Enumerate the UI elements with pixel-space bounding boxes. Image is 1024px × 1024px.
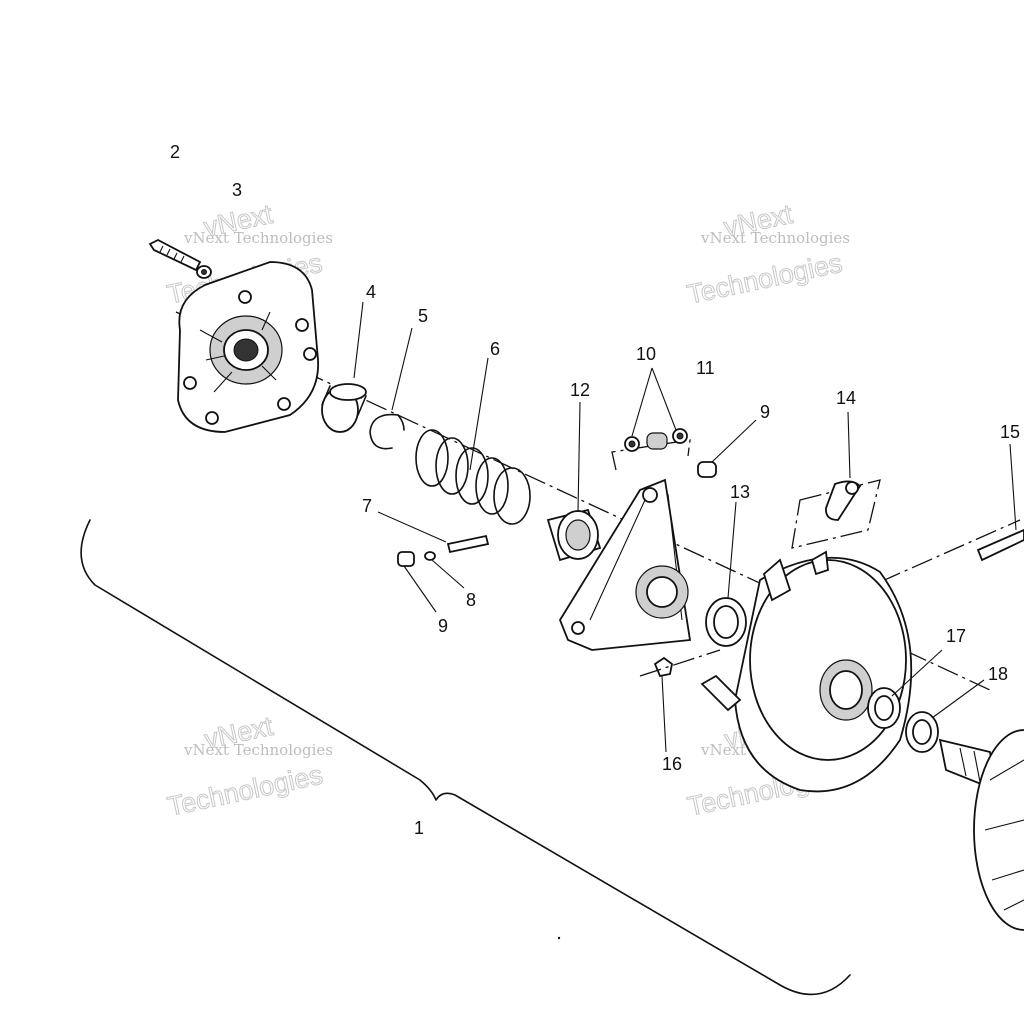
watermark-caption: vNext Technologies [183, 741, 333, 759]
washer-part-8 [424, 551, 436, 561]
callout-1: 1 [414, 818, 424, 838]
callout-10: 10 [636, 344, 656, 364]
callout-7: 7 [362, 496, 372, 516]
callout-2: 2 [170, 142, 180, 162]
watermark-bottom-left: vNext Technologies [164, 710, 325, 822]
callout-16: 16 [662, 754, 682, 774]
callout-9-upper: 9 [760, 402, 770, 422]
nut-part-16 [639, 649, 721, 678]
moveable-sheave-part [700, 550, 913, 793]
spacer-group-part-10-11 [611, 428, 691, 471]
washer-part-3 [196, 265, 212, 279]
washer-part-13 [705, 597, 747, 647]
leader-lines [353, 301, 1017, 753]
fixed-sheave-part [938, 729, 1024, 931]
callout-3: 3 [232, 180, 242, 200]
callout-18: 18 [988, 664, 1008, 684]
watermark-top-right: vNext Technologies [684, 198, 845, 310]
clutch-cover-part [177, 261, 319, 433]
callout-8: 8 [466, 590, 476, 610]
long-bolt-part-15 [976, 529, 1024, 562]
assembly-bracket [80, 519, 851, 996]
callout-14: 14 [836, 388, 856, 408]
cap-nut-part-9-lower [397, 551, 415, 567]
pin-part-7 [446, 534, 490, 554]
callout-11: 11 [696, 358, 715, 378]
roller-part-12 [546, 508, 602, 562]
shim-part-14 [791, 479, 881, 549]
speck-mark [557, 936, 561, 940]
ring-part-18 [905, 711, 939, 753]
watermark-caption: vNext Technologies [700, 229, 850, 247]
callout-5: 5 [418, 306, 428, 326]
callout-15: 15 [1000, 422, 1020, 442]
watermark-caption: vNext Technologies [183, 229, 333, 247]
snap-ring-part-5 [369, 413, 399, 450]
spider-arm-part [558, 478, 692, 651]
watermark-technologies-text: Technologies [684, 248, 844, 310]
bushing-part-4 [321, 383, 367, 433]
ring-part-17 [867, 687, 901, 729]
callout-13: 13 [730, 482, 750, 502]
callout-4: 4 [366, 282, 376, 302]
callout-9-lower: 9 [438, 616, 448, 636]
upper-axis-line [879, 519, 1021, 583]
watermark-technologies-text: Technologies [165, 760, 325, 822]
spring-part-6 [415, 429, 531, 525]
callout-17: 17 [946, 626, 966, 646]
callout-12: 12 [570, 380, 590, 400]
nut-part-9-upper [697, 461, 717, 478]
bolt-part [148, 238, 202, 272]
callout-6: 6 [490, 339, 500, 359]
